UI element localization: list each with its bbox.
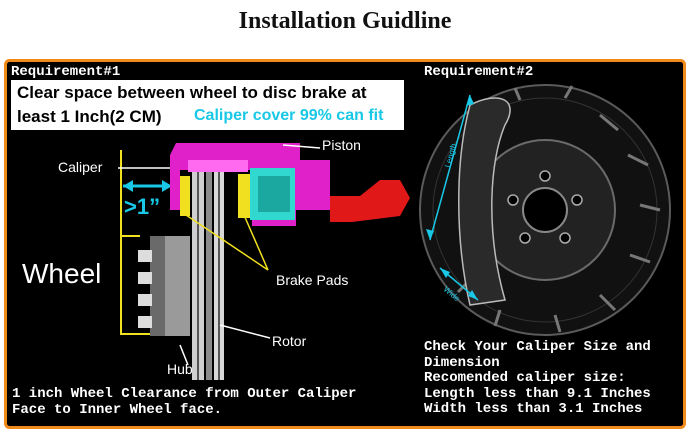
requirement-2-note: Check Your Caliper Size and Dimension Re…: [424, 339, 682, 418]
caliper-outline: [458, 97, 511, 306]
clearance-callout: Clear space between wheel to disc brake …: [11, 80, 404, 130]
brake-pad-outer: [180, 176, 190, 216]
caliper-label: Caliper: [58, 159, 103, 175]
rotor-slots: [456, 85, 661, 333]
note-right-line-2: Dimension: [424, 354, 500, 371]
requirement-2-heading: Requirement#2: [424, 64, 534, 80]
note-left-line-2: Face to Inner Wheel face.: [12, 402, 223, 418]
requirement-1-heading: Requirement#1: [11, 64, 121, 80]
clearance-line-1: Clear space between wheel to disc brake …: [17, 83, 367, 102]
note-right-line-1: Check Your Caliper Size and: [424, 339, 651, 355]
brake-pads-label: Brake Pads: [276, 272, 349, 288]
note-left-line-1: 1 inch Wheel Clearance from Outer Calipe…: [12, 386, 357, 402]
piston-label: Piston: [322, 137, 361, 153]
note-right-line-4: Length less than 9.1 Inches: [424, 385, 651, 402]
note-right-line-3: Recomended caliper size:: [424, 370, 626, 386]
rotor-label: Rotor: [272, 333, 307, 349]
clearance-line-2: least 1 Inch(2 CM): [17, 107, 162, 126]
wheel-label: Wheel: [22, 258, 102, 289]
note-right-line-5: Width less than 3.1 Inches: [424, 401, 643, 417]
wheel-bracket: [120, 150, 150, 335]
page-title: Installation Guidline: [238, 8, 452, 34]
length-dimension: [429, 94, 471, 241]
caliper-cover-text: Caliper cover 99% can fit: [194, 107, 384, 124]
clearance-gap-label: >1”: [124, 194, 161, 219]
brake-line: [330, 180, 410, 222]
hub-label: Hub: [167, 361, 193, 377]
brake-pad-inner: [238, 174, 250, 218]
requirement-1-note: 1 inch Wheel Clearance from Outer Calipe…: [12, 386, 422, 418]
